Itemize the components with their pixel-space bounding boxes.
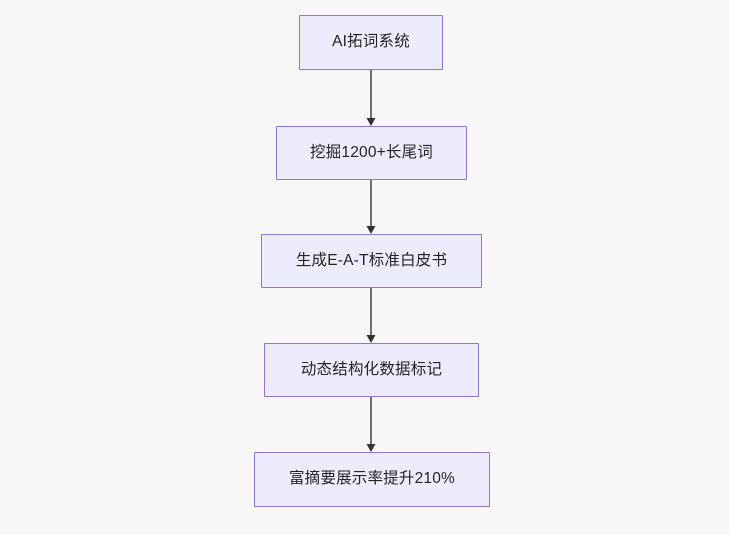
flow-node-label: 富摘要展示率提升210% [288,470,456,488]
edge-n4-to-n5 [365,397,377,452]
edge-n3-to-n4 [365,288,377,343]
flow-node-n2[interactable]: 挖掘1200+长尾词 [276,126,467,180]
flow-node-n4[interactable]: 动态结构化数据标记 [264,343,479,397]
flow-node-label: AI拓词系统 [332,33,410,51]
flow-node-label: 生成E-A-T标准白皮书 [295,251,448,269]
flow-node-n5[interactable]: 富摘要展示率提升210% [254,452,490,507]
edge-n1-to-n2 [365,70,377,126]
arrow-down-icon [366,118,376,126]
arrow-down-icon [366,226,376,234]
flow-node-label: 挖掘1200+长尾词 [309,143,434,161]
flow-node-n1[interactable]: AI拓词系统 [299,15,443,70]
edge-n2-to-n3 [365,180,377,234]
flow-node-label: 动态结构化数据标记 [300,360,443,378]
flow-node-n3[interactable]: 生成E-A-T标准白皮书 [261,234,482,288]
arrow-down-icon [366,444,376,452]
arrow-down-icon [366,335,376,343]
